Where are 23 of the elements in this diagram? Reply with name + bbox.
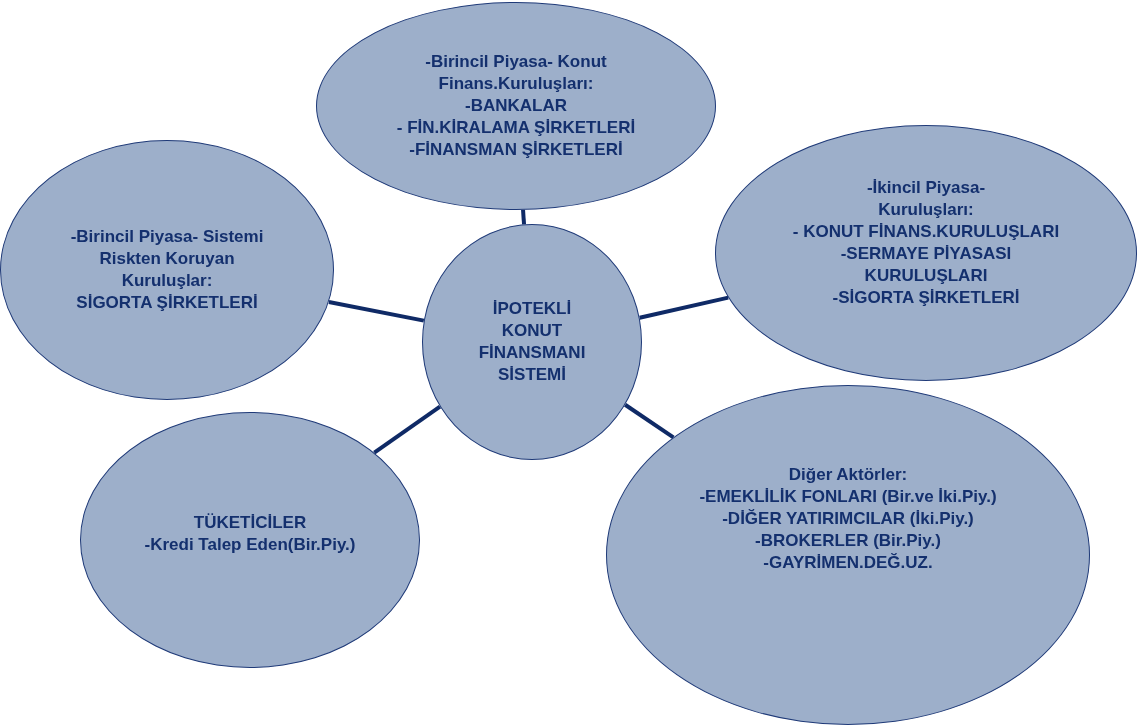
connector-line <box>639 295 729 320</box>
node-text: -BANKALAR <box>465 95 567 117</box>
node-heading: Diğer Aktörler: <box>788 464 908 486</box>
node-text: -GAYRİMEN.DEĞ.UZ. <box>763 552 933 574</box>
connector-line <box>521 209 526 225</box>
connector-line <box>624 403 675 439</box>
node-text: -DİĞER YATIRIMCILAR (İki.Piy.) <box>722 508 974 530</box>
node-heading: -Birincil Piyasa- Konut Finans.Kuruluşları: <box>424 51 608 95</box>
node-heading: TÜKETİCİLER <box>193 512 307 534</box>
node-text: -FİNANSMAN ŞİRKETLERİ <box>409 139 623 161</box>
node-text: -SERMAYE PİYASASI KURULUŞLARI <box>839 243 1013 287</box>
node-text: -SİGORTA ŞİRKETLERİ <box>832 287 1020 309</box>
node-text: -BROKERLER (Bir.Piy.) <box>755 530 941 552</box>
node-text: SİGORTA ŞİRKETLERİ <box>76 292 258 314</box>
node-text: - FİN.KİRALAMA ŞİRKETLERİ <box>396 117 636 139</box>
node-heading: İPOTEKLİ KONUT FİNANSMANI SİSTEMİ <box>477 298 587 386</box>
node-heading: -İkincil Piyasa- Kuruluşları: <box>865 177 987 221</box>
node-text: -EMEKLİLİK FONLARI (Bir.ve İki.Piy.) <box>699 486 997 508</box>
connector-line <box>373 405 442 455</box>
connector-line <box>328 299 425 323</box>
node-text: -Kredi Talep Eden(Bir.Piy.) <box>144 534 356 556</box>
node-text: - KONUT FİNANS.KURULUŞLARI <box>792 221 1060 243</box>
node-heading: -Birincil Piyasa- Sistemi Riskten Koruyan Kuruluşlar: <box>69 226 265 292</box>
